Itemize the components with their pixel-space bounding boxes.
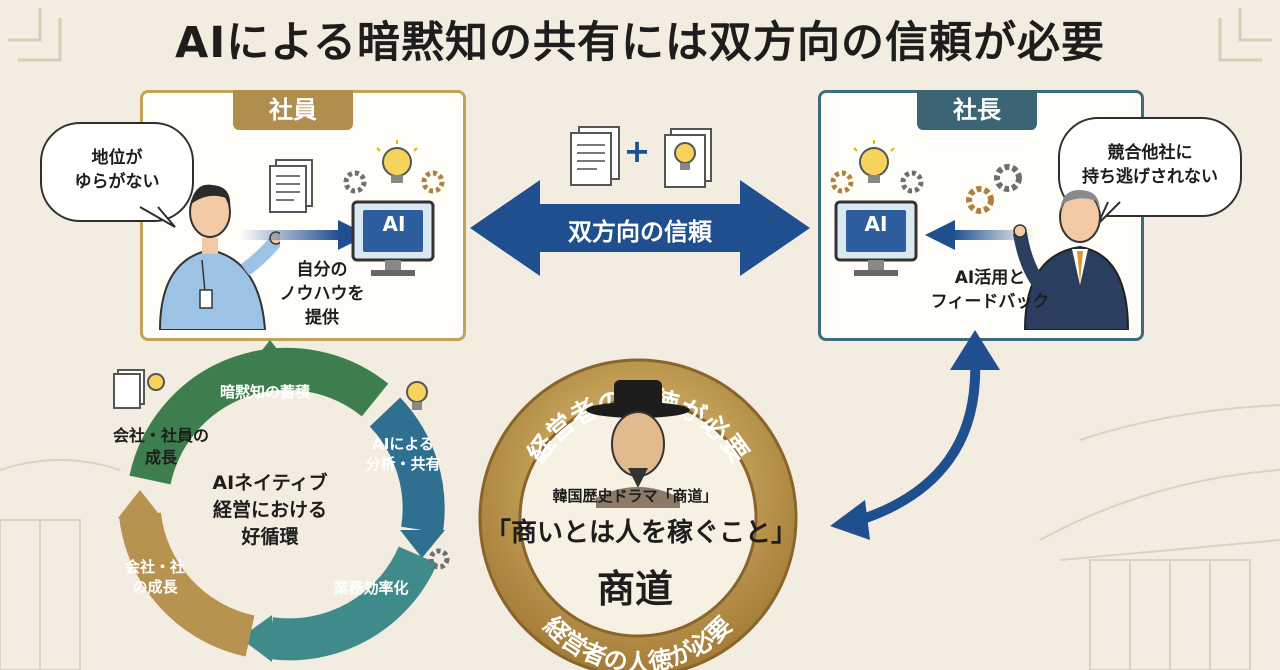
cycle-step-company-growth: 会社・社 の成長 [115, 557, 195, 597]
plus-sign: + [623, 132, 651, 170]
gear-small-icon [428, 548, 450, 570]
page-title: AIによる暗黙知の共有には双方向の信頼が必要 [175, 18, 1105, 68]
ai-label-right: AI [864, 212, 888, 236]
cycle-center-line2: 経営における [212, 499, 327, 521]
cycle-outer-line1: 会社・社員の [112, 426, 209, 445]
merchant-virtue-medal: 経営者の人徳が必要 経営者の人徳が必要 [478, 358, 798, 670]
cycle-center-label: AIネイティブ 経営における 好循環 [195, 470, 345, 551]
cycle-step-tacit-knowledge: 暗黙知の蓄積 [219, 383, 310, 401]
cycle-outer-label: 会社・社員の 成長 [96, 425, 226, 469]
employee-tag: 社員 [233, 90, 353, 130]
president-tag: 社長 [917, 90, 1037, 130]
ai-label-left: AI [382, 212, 406, 236]
cycle-center-line1: AIネイティブ [212, 472, 328, 494]
employee-caption-line2: ノウハウを [279, 284, 365, 304]
virtuous-cycle-diagram [118, 347, 445, 662]
president-caption-line2: フィードバック [930, 292, 1050, 312]
ai-computer-right-icon [830, 140, 924, 276]
cycle-step4-line1: 会社・社 [124, 558, 185, 576]
cycle-step-efficiency: 業務効率化 [333, 579, 409, 597]
cycle-step2-line1: AIによる [372, 435, 434, 453]
president-bubble-line2: 持ち逃げされない [1082, 167, 1218, 187]
employee-bubble-tail [139, 206, 176, 228]
employee-caption-line1: 自分の [296, 260, 348, 280]
cycle-center-line3: 好循環 [241, 526, 299, 548]
employee-caption: 自分の ノウハウを 提供 [262, 258, 382, 330]
building-silhouette-right [1039, 404, 1280, 670]
document-icon [269, 159, 313, 213]
president-figure [1013, 189, 1130, 330]
president-caption: AI活用と フィードバック [915, 266, 1065, 314]
building-silhouette-left [0, 459, 121, 670]
medal-drama-title: 韓国歴史ドラマ「商道」 [552, 487, 718, 505]
gear-icon [966, 164, 1022, 214]
cycle-to-employee-arrow [240, 340, 300, 378]
cycle-step4-line2: の成長 [132, 578, 178, 596]
president-caption-line1: AI活用と [954, 268, 1026, 288]
lightbulb-icon [406, 381, 428, 410]
medal-to-president-arrow [830, 330, 1000, 540]
employee-speech-bubble: 地位が ゆらがない [40, 122, 194, 222]
knowledge-combination [570, 126, 712, 188]
cycle-outer-line2: 成長 [144, 448, 177, 467]
medal-name: 商道 [596, 567, 673, 611]
cycle-step2-line2: 分析・共有 [365, 455, 441, 473]
employee-bubble-line2: ゆらがない [74, 172, 160, 192]
document-bulb-icon [113, 369, 165, 409]
ai-computer-left-icon [343, 140, 445, 276]
two-way-trust-label: 双方向の信頼 [568, 218, 712, 246]
employee-bubble-line1: 地位が [91, 148, 143, 168]
medal-quote: 「商いとは人を稼ぐこと」 [485, 518, 798, 548]
employee-caption-line3: 提供 [305, 308, 339, 328]
historical-portrait [586, 380, 690, 508]
cycle-step-ai-analysis: AIによる 分析・共有 [358, 434, 448, 474]
two-way-trust-arrow [470, 180, 810, 276]
president-bubble-line1: 競合他社に [1107, 143, 1193, 163]
employee-figure [158, 184, 280, 330]
arrow-to-ai-right [925, 220, 1035, 250]
